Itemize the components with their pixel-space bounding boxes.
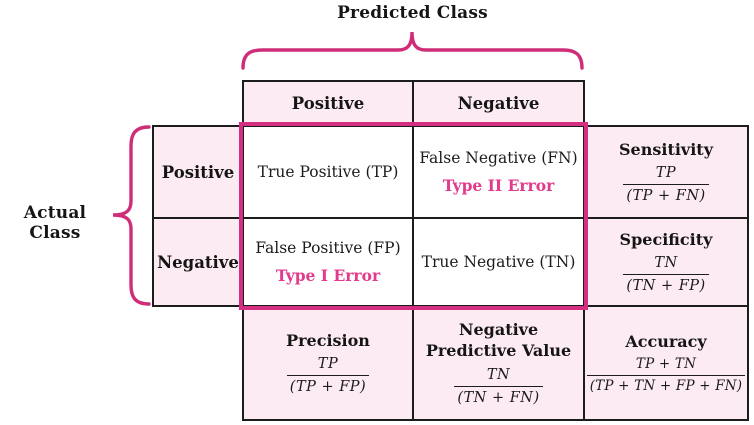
true-positive-label: True Positive (TP)	[257, 163, 399, 181]
predicted-class-title: Predicted Class	[337, 3, 488, 23]
metric-specificity: Specificity TN (TN + FP)	[583, 217, 749, 307]
predicted-negative-label: Negative	[457, 94, 540, 113]
actual-class-brace	[108, 124, 152, 307]
actual-header-negative: Negative	[152, 217, 244, 307]
cell-false-positive: False Positive (FP) Type I Error	[242, 217, 414, 307]
predicted-header-positive: Positive	[242, 80, 414, 127]
specificity-numerator: TN	[654, 255, 678, 272]
sensitivity-title: Sensitivity	[619, 139, 713, 159]
accuracy-title: Accuracy	[625, 331, 707, 351]
metric-negative-predictive-value: Negative Predictive Value TN (TN + FN)	[412, 305, 585, 421]
sensitivity-denominator: (TP + FN)	[623, 184, 709, 205]
sensitivity-numerator: TP	[655, 165, 677, 182]
specificity-title: Specificity	[619, 229, 713, 249]
specificity-denominator: (TN + FP)	[623, 274, 709, 295]
false-negative-label: False Negative (FN)	[419, 149, 578, 167]
type-1-error-label: Type I Error	[275, 266, 381, 285]
accuracy-numerator: TP + TN	[635, 356, 697, 373]
false-positive-label: False Positive (FP)	[255, 239, 401, 257]
cell-false-negative: False Negative (FN) Type II Error	[412, 125, 585, 219]
curly-brace-vertical-icon	[112, 125, 151, 306]
npv-denominator: (TN + FN)	[454, 386, 543, 407]
actual-header-positive: Positive	[152, 125, 244, 219]
npv-title: Negative Predictive Value	[425, 319, 572, 361]
cell-true-positive: True Positive (TP)	[242, 125, 414, 219]
true-negative-label: True Negative (TN)	[421, 253, 576, 271]
sensitivity-formula: TP (TP + FN)	[623, 164, 709, 205]
actual-negative-label: Negative	[157, 252, 239, 272]
actual-class-title: Actual Class	[23, 203, 87, 243]
specificity-formula: TN (TN + FP)	[623, 254, 709, 295]
accuracy-denominator: (TP + TN + FP + FN)	[586, 375, 746, 395]
actual-positive-label: Positive	[161, 162, 235, 182]
precision-title: Precision	[286, 330, 370, 350]
predicted-header-negative: Negative	[412, 80, 585, 127]
metric-sensitivity: Sensitivity TP (TP + FN)	[583, 125, 749, 219]
accuracy-formula: TP + TN (TP + TN + FP + FN)	[586, 356, 746, 395]
npv-formula: TN (TN + FN)	[454, 366, 543, 407]
npv-numerator: TN	[486, 366, 511, 383]
metric-precision: Precision TP (TP + FP)	[242, 305, 414, 421]
cell-true-negative: True Negative (TN)	[412, 217, 585, 307]
type-2-error-label: Type II Error	[442, 176, 555, 195]
metric-accuracy: Accuracy TP + TN (TP + TN + FP + FN)	[583, 305, 749, 421]
precision-numerator: TP	[317, 356, 339, 373]
precision-formula: TP (TP + FP)	[286, 355, 370, 396]
predicted-positive-label: Positive	[291, 94, 365, 113]
curly-brace-horizontal-icon	[241, 31, 584, 70]
predicted-class-brace	[240, 27, 585, 71]
precision-denominator: (TP + FP)	[286, 375, 370, 396]
